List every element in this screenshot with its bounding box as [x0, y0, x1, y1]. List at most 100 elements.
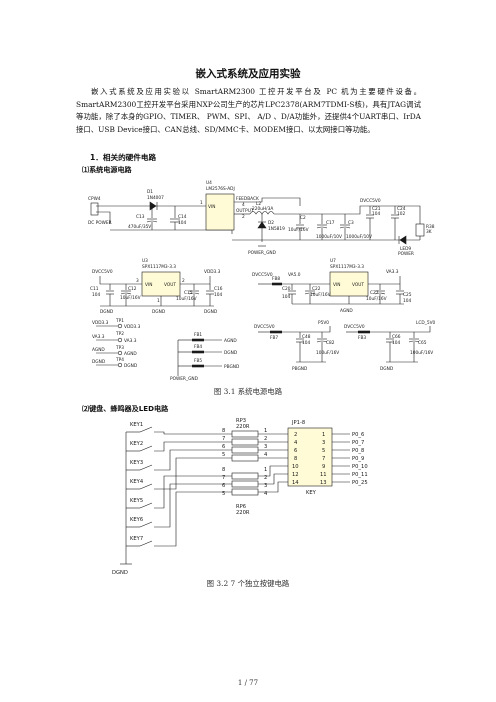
rp6-value: 220R — [236, 510, 250, 516]
c2-value: 10uF/16V — [288, 227, 309, 233]
rp3-value: 220R — [236, 424, 250, 430]
c16-label: C16 — [214, 286, 223, 292]
u4-pin1: 1 — [200, 200, 203, 206]
c48-label: C48 — [302, 334, 311, 340]
jp-pin: 11 — [320, 472, 327, 478]
u4-label: U4 — [206, 180, 212, 186]
tp-dgnd-right: DGND — [124, 363, 138, 369]
u7-agnd: AGND — [340, 308, 353, 314]
c66-value: 104 — [392, 340, 400, 346]
bead-agnd: AGND — [224, 338, 237, 344]
jp-label: JP1-8 — [291, 420, 305, 426]
feedback-label: FEEDBACK — [236, 196, 259, 202]
key-label: KEY1 — [130, 422, 143, 428]
l2-value: 220uH/3A — [252, 206, 273, 212]
c2-label: C2 — [300, 215, 306, 221]
tp2-label: TP2 — [115, 331, 124, 337]
jp-pin: 3 — [322, 440, 325, 446]
led9-label: LED9 — [400, 246, 411, 252]
u3-label: U3 — [142, 258, 148, 264]
u3-dgnd-right: DGND — [204, 309, 218, 315]
bead-dgnd: DGND — [224, 350, 238, 356]
dc-power-label: DC POWER — [88, 220, 112, 226]
tp-agnd-right: AGND — [124, 351, 137, 357]
u4-part: LM2576S-ADJ — [206, 186, 235, 192]
lcd5v0-net: LCD_5V0 — [416, 320, 436, 326]
c3-label: C3 — [348, 220, 354, 226]
subsection-heading-power: ⑴系统电源电路 — [82, 165, 132, 174]
c13-value: 470uF/35V — [128, 224, 151, 230]
c13-label: C13 — [136, 214, 145, 220]
rp6-pin: 3 — [264, 483, 267, 489]
c25-label: C25 — [403, 292, 412, 298]
rp6-pin: 6 — [222, 483, 225, 489]
c21-label: C21 — [372, 206, 381, 212]
u7-vin: VIN — [333, 282, 340, 288]
c48-value: 104 — [302, 340, 310, 346]
c17-label: C17 — [326, 220, 335, 226]
fb3-label: FB3 — [358, 335, 366, 341]
u3-vout: VOUT — [164, 282, 176, 288]
c24-label: C24 — [397, 206, 406, 212]
rp6-pin: 4 — [264, 491, 268, 497]
net-label: P0_25 — [352, 480, 368, 486]
net-label: P0_8 — [352, 448, 364, 454]
page-title: 嵌入式系统及应用实验 — [195, 68, 301, 80]
c66-label: C66 — [392, 334, 401, 340]
power-gnd-bottom: POWER_GND — [170, 376, 199, 382]
tp-vdd33-net: VDD3.3 — [92, 320, 109, 326]
key-label: KEY5 — [130, 498, 143, 504]
c82-label: C82 — [326, 340, 335, 346]
c27-label: C27 — [370, 290, 379, 296]
jp-pin: 7 — [322, 456, 325, 462]
rp3-pin: 1 — [264, 428, 267, 434]
key-label: KEY3 — [130, 460, 143, 466]
u3-vin: VIN — [145, 282, 152, 288]
p5v0-net: P5V0 — [318, 320, 329, 326]
vin-pin-label: VIN — [208, 204, 215, 210]
tp3-label: TP3 — [115, 345, 124, 351]
c22-value: 10uF/16V — [310, 292, 331, 298]
va50-label: VA5.0 — [288, 272, 301, 278]
d2-part: 1N5819 — [268, 226, 285, 232]
c15-label: C15 — [184, 290, 193, 296]
key-label: KEY4 — [130, 479, 144, 485]
rp3-pin: 4 — [264, 452, 268, 458]
rp3-pin: 3 — [264, 444, 267, 450]
rp3-pin: 7 — [222, 436, 225, 442]
u3-pin3: 3 — [136, 278, 139, 284]
c11-value: 104 — [92, 292, 100, 298]
c65-value: 100uF/16V — [410, 350, 433, 356]
c20-label: C20 — [282, 286, 291, 292]
fb8-label: FB8 — [272, 276, 280, 282]
c65-label: C65 — [418, 340, 427, 346]
fb5-label: FB5 — [194, 358, 202, 364]
figure-caption-power: 图 3.1 系统电源电路 — [213, 387, 283, 396]
u3-part: SPX1117M3-3.3 — [142, 264, 176, 270]
c15-value: 10uF/16V — [176, 296, 197, 302]
rp6-label: RP6 — [236, 504, 246, 510]
page-number: 1 / 77 — [237, 679, 259, 687]
pbgnd-label: PBGND — [292, 366, 308, 372]
cpw4-label: CPW4 — [88, 196, 101, 202]
key-dgnd: DGND — [112, 570, 128, 576]
rp6-pin: 5 — [222, 491, 225, 497]
jp-pin: 6 — [294, 448, 297, 454]
d1-part: 1N4007 — [147, 195, 164, 201]
tp-dgnd-net: DGND — [92, 359, 106, 365]
rp6-pin: 2 — [264, 475, 267, 481]
jp-pin: 2 — [294, 432, 297, 438]
intro-paragraph: 嵌入式系统及应用实验以 SmartARM2300 工控开发平台及 PC 机为主要… — [76, 87, 421, 134]
section-heading: 1．相关的硬件电路 — [90, 153, 157, 162]
jp-pin: 13 — [320, 480, 327, 486]
r38-value: 3K — [426, 229, 432, 235]
u4-pin4: 4 — [242, 202, 245, 208]
rp3-pin: 6 — [222, 444, 225, 450]
tp-va33-right: VA3.3 — [124, 338, 137, 344]
p5v0-src: DVCC5V0 — [254, 324, 275, 330]
jp-pin: 9 — [322, 464, 325, 470]
key-circuit-schematic: RP3 220R RP6 220R JP1-8 KEY DGND KEY1 KE… — [112, 418, 368, 576]
dvcc5v0-left: DVCC5V0 — [92, 269, 113, 275]
c24-value: 102 — [397, 211, 405, 217]
subsection-heading-keys: ⑵键盘、蜂鸣器及LED电路 — [82, 404, 169, 413]
